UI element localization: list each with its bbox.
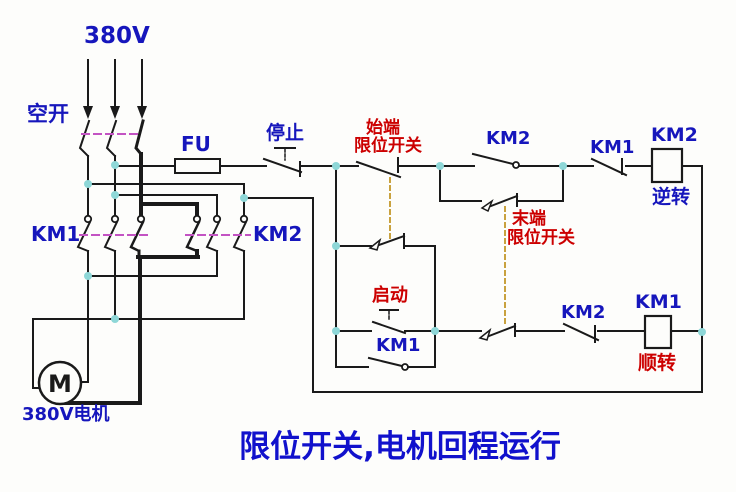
junction-dots: [84, 161, 706, 336]
breaker-switch-symbol: [78, 119, 145, 158]
forward-mode-label: 顺转: [638, 352, 677, 374]
km2-main-label: KM2: [253, 222, 303, 246]
start-limit-no-contact-lower: [368, 233, 406, 251]
diagram-title: 限位开关,电机回程运行: [239, 429, 561, 465]
fuse-symbol: [174, 158, 221, 174]
arrow-down-icon: [83, 106, 93, 119]
fuse-label: FU: [181, 132, 211, 156]
km1-coil-symbol: [643, 314, 673, 350]
arrow-down-icon: [137, 106, 147, 119]
km2-aux-label: KM2: [486, 128, 531, 149]
km2-coil-symbol: [650, 147, 684, 184]
km1-main-label: KM1: [31, 222, 81, 246]
km2-main-contacts: [185, 214, 251, 253]
start-button-symbol: [371, 309, 407, 335]
end-limit-label-line2: 限位开关: [507, 228, 575, 248]
km2-aux-no-contact: [471, 152, 520, 169]
km1-main-contacts: [76, 214, 149, 253]
start-limit-label-line2: 限位开关: [354, 136, 422, 156]
end-limit-label-line1: 末端: [512, 209, 546, 229]
arrow-down-icon: [110, 106, 120, 119]
start-limit-label-line1: 始端: [366, 118, 400, 138]
motor-symbol: [37, 360, 83, 406]
km1-coil-label: KM1: [635, 291, 682, 313]
start-button-label: 启动: [372, 285, 408, 306]
km1-aux-no-contact: [367, 356, 409, 371]
km2-interlock-nc-contact: [562, 322, 600, 343]
voltage-label: 380V: [84, 23, 150, 49]
motor-letter: M: [48, 370, 72, 398]
breaker-label: 空开: [27, 102, 69, 126]
start-limit-nc-contact: [355, 157, 402, 179]
stop-button-label: 停止: [266, 122, 305, 144]
power-lines: [83, 59, 147, 119]
motor-label: 380V电机: [22, 404, 110, 425]
km1-interlock-nc-contact: [590, 157, 628, 177]
km2-interlock-label: KM2: [561, 302, 606, 323]
end-limit-no-contact-lower: [478, 323, 517, 341]
km1-interlock-label: KM1: [590, 137, 635, 158]
km1-aux-label: KM1: [376, 335, 421, 356]
reverse-mode-label: 逆转: [652, 186, 691, 208]
stop-button-symbol: [262, 147, 303, 177]
km2-coil-label: KM2: [651, 124, 698, 146]
